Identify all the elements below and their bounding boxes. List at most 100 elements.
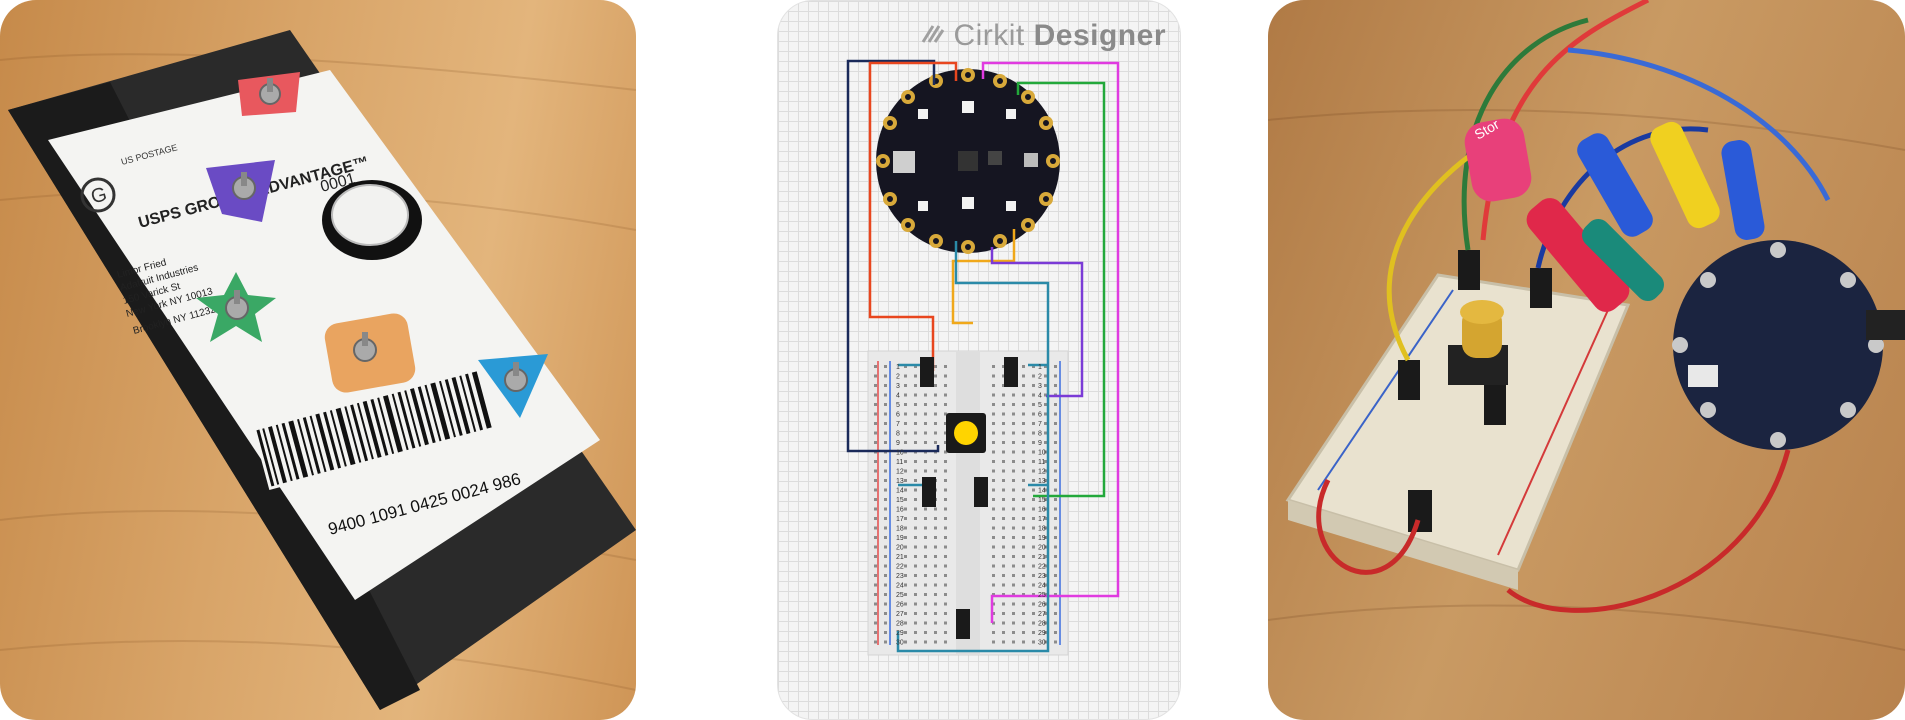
slide-switch-2 [1004,357,1018,387]
photo-circuit-playground [1672,240,1905,450]
row-number: 16 [896,507,904,514]
row-number: 28 [1038,621,1046,628]
toggle-switch-green [196,272,276,342]
row-number: 23 [1038,573,1046,580]
circuit-playground-board [876,68,1060,254]
cirkit-designer-logo: Cirkit Designer [919,19,1166,54]
row-number: 14 [1038,488,1046,495]
row-number: 27 [1038,611,1046,618]
row-number: 21 [896,554,904,561]
row-number: 24 [896,583,904,590]
wire-magenta [981,61,1120,623]
g-logo-icon [80,177,116,213]
row-number: 8 [1038,431,1042,438]
row-number: 16 [1038,507,1046,514]
wire-green [1016,81,1106,498]
slide-switch-4 [974,477,988,507]
row-number: 25 [1038,592,1046,599]
circuit-diagram: Cirkit Designer [777,0,1181,720]
row-number: 15 [896,497,904,504]
row-number: 18 [896,526,904,533]
yellow-push-button [946,413,986,453]
row-number: 26 [896,602,904,609]
wire-orange [951,229,1016,325]
row-number: 11 [1038,459,1045,466]
toggle-switch-orange [324,313,416,393]
brand-bold: Designer [1033,19,1166,52]
clip-red [1526,198,1630,312]
wire-navy [846,59,940,453]
row-number: 26 [1038,602,1046,609]
cirkit-logo-icon [919,20,945,54]
row-number: 9 [896,440,900,447]
toggle-switch-blue [478,354,548,418]
row-number: 12 [896,469,904,476]
row-number: 8 [896,431,900,438]
box-illustration: G US POSTAGE USPS GROUND ADVANTAGE™ Limo… [0,30,636,710]
row-number: 17 [896,516,904,523]
clip-blue-2 [1721,140,1765,240]
toggle-switch-purple [206,160,275,222]
row-number: 19 [1038,535,1046,542]
row-number: 15 [1038,497,1046,504]
row-number: 12 [1038,469,1046,476]
row-number: 4 [1038,393,1042,400]
breadboard-photo-illustration: Stor [1268,0,1905,651]
clip-blue-1 [1577,133,1653,237]
row-number: 5 [1038,402,1042,409]
row-number: 18 [1038,526,1046,533]
photo-breadboard [1285,273,1631,590]
slide-switches [920,357,1018,639]
row-number: 22 [896,564,904,571]
row-number: 1 [1038,364,1042,371]
slide-switch-3 [922,477,936,507]
slide-switch-5 [956,609,970,639]
row-number: 2 [896,374,900,381]
row-number: 30 [896,640,904,647]
row-number: 20 [1038,545,1046,552]
toggle-switch-red [238,72,300,116]
white-push-button [322,180,422,260]
row-number: 7 [1038,421,1042,428]
row-number: 27 [896,611,904,618]
row-number: 5 [896,402,900,409]
clip-yellow [1650,121,1720,229]
alligator-clips [1526,121,1765,312]
row-number: 9 [1038,440,1042,447]
photo-breadboard-build: Stor [1268,0,1905,720]
row-number: 29 [1038,630,1046,637]
clip-teal [1582,219,1664,301]
row-number: 7 [896,421,900,428]
row-number: 17 [1038,516,1046,523]
g-logo-letter: G [89,183,110,208]
row-number: 28 [896,621,904,628]
wire-red [868,61,958,371]
slide-switch-1 [920,357,934,387]
row-number: 25 [896,592,904,599]
row-number: 19 [896,535,904,542]
brand-light: Cirkit [953,19,1025,52]
row-number: 20 [896,545,904,552]
row-number: 6 [1038,412,1042,419]
row-number: 3 [896,383,900,390]
row-number: 13 [1038,478,1046,485]
row-number: 2 [1038,374,1042,381]
row-number: 10 [896,450,904,457]
row-number: 3 [1038,383,1042,390]
photo-yellow-button [1448,300,1508,385]
pink-velcro-strap: Stor [1464,116,1532,202]
wire-teal [896,241,1050,653]
photo-switch-box: G US POSTAGE USPS GROUND ADVANTAGE™ Limo… [0,0,636,720]
shipping-label [48,70,600,600]
row-number: 11 [896,459,903,466]
wires [846,59,1120,653]
row-number: 30 [1038,640,1046,647]
breadboard [867,350,1069,656]
row-number: 13 [896,478,904,485]
row-number: 29 [896,630,904,637]
row-number: 4 [896,393,900,400]
row-number: 23 [896,573,904,580]
row-number: 21 [1038,554,1046,561]
